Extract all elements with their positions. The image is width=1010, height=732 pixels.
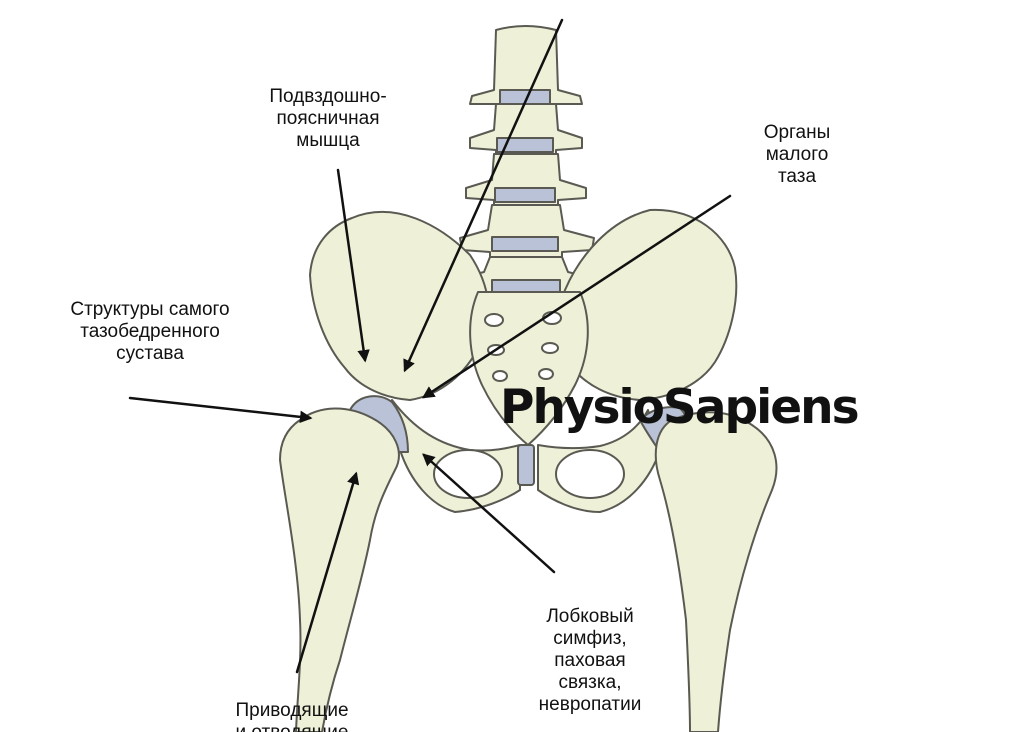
label-line: паховая xyxy=(554,650,626,671)
label-line: сустава xyxy=(116,343,184,364)
label-iliopsoas: Подвздошно- поясничная мышца xyxy=(218,86,438,152)
label-line: Подвздошно- xyxy=(269,86,387,107)
label-line: невропатии xyxy=(538,694,642,715)
right-femur xyxy=(654,411,778,732)
physiosapiens-watermark: PhysioSapiens xyxy=(500,380,860,435)
label-hip-joint: Структуры самого тазобедренного сустава xyxy=(30,299,270,365)
label-line: Структуры самого xyxy=(70,299,230,320)
disc-l3 xyxy=(494,187,556,203)
arrow-hip-joint xyxy=(128,396,313,424)
label-line: симфиз, xyxy=(553,628,627,649)
right-obturator-foramen xyxy=(555,449,625,499)
arrow-iliopsoas xyxy=(336,168,370,363)
label-line: таза xyxy=(777,166,817,187)
sacral-foramen xyxy=(484,313,504,327)
label-adductors: Приводящие и отводящие xyxy=(182,700,402,732)
label-line: мышца xyxy=(296,130,360,151)
label-pelvic-organs: Органы малого таза xyxy=(712,122,882,188)
label-line: и отводящие xyxy=(182,722,402,732)
disc-l4 xyxy=(491,236,559,252)
label-line: Приводящие xyxy=(235,700,349,721)
sacral-foramen xyxy=(538,368,554,380)
label-line: малого xyxy=(765,144,829,165)
label-line: связка, xyxy=(558,672,622,693)
left-obturator-foramen xyxy=(433,449,503,499)
vertebra-l1 xyxy=(469,25,583,105)
label-line: тазобедренного xyxy=(80,321,220,342)
arrow-adductors xyxy=(295,471,360,674)
left-femur xyxy=(279,407,400,732)
label-line: Органы xyxy=(763,122,831,143)
sacral-foramen xyxy=(541,342,559,354)
label-pubic-symphysis: Лобковый симфиз, паховая связка, невропа… xyxy=(500,606,680,716)
arrow-pelvic-organs xyxy=(421,194,732,399)
left-ilium xyxy=(309,210,490,401)
arrow-top xyxy=(403,18,564,373)
lumbar-spine xyxy=(451,25,601,295)
pubic-symphysis xyxy=(517,444,535,486)
disc-l2 xyxy=(496,137,554,153)
label-line: поясничная xyxy=(276,108,380,129)
arrow-pubic xyxy=(422,453,556,574)
label-line: Лобковый xyxy=(546,606,634,627)
right-ilium xyxy=(557,208,738,401)
sacral-foramen xyxy=(492,370,508,382)
